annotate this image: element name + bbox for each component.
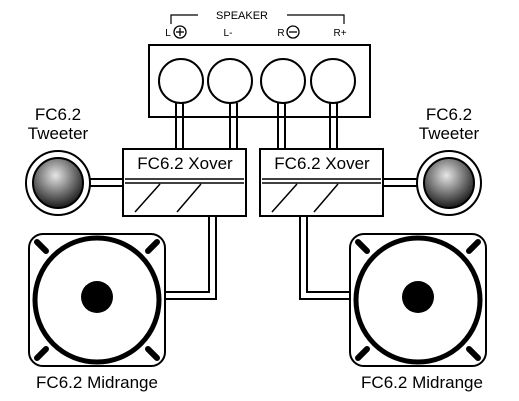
terminal-label-l-minus: L- bbox=[224, 28, 233, 39]
plus-circle-icon bbox=[173, 25, 187, 39]
terminal-l-minus bbox=[207, 58, 253, 104]
right-midrange-wire bbox=[299, 216, 350, 300]
left-midrange-wire bbox=[165, 216, 217, 300]
terminal-r-minus bbox=[260, 58, 306, 104]
right-tweeter-model: FC6.2 bbox=[426, 105, 472, 124]
right-midrange: FC6.2 Midrange bbox=[349, 233, 487, 392]
right-midrange-dustcap bbox=[402, 281, 434, 313]
right-tweeter-dome bbox=[423, 157, 475, 209]
left-tweeter: FC6.2 Tweeter bbox=[25, 105, 91, 216]
left-tweeter-dome bbox=[32, 157, 84, 209]
terminal-l-plus bbox=[158, 58, 204, 104]
left-midrange-dustcap bbox=[81, 281, 113, 313]
terminal-block bbox=[148, 44, 371, 118]
terminal-label-l-plus: L bbox=[165, 28, 171, 39]
left-midrange-label: FC6.2 Midrange bbox=[36, 373, 158, 392]
minus-circle-icon bbox=[286, 25, 300, 39]
right-tweeter: FC6.2 Tweeter bbox=[416, 105, 482, 216]
terminal-label-r-minus: R bbox=[277, 28, 284, 39]
left-tweeter-label: Tweeter bbox=[28, 124, 89, 143]
right-xover-label: FC6.2 Xover bbox=[274, 154, 370, 173]
right-tweeter-label: Tweeter bbox=[419, 124, 480, 143]
terminal-wires bbox=[175, 103, 338, 149]
speaker-title: SPEAKER bbox=[216, 10, 268, 22]
left-crossover: FC6.2 Xover bbox=[122, 148, 247, 217]
terminal-label-r-plus: R+ bbox=[333, 28, 346, 39]
left-midrange: FC6.2 Midrange bbox=[28, 233, 166, 392]
terminal-r-plus bbox=[310, 58, 356, 104]
right-midrange-label: FC6.2 Midrange bbox=[361, 373, 483, 392]
left-tweeter-wire bbox=[90, 178, 123, 187]
right-crossover: FC6.2 Xover bbox=[259, 148, 384, 217]
right-tweeter-wire bbox=[383, 178, 417, 187]
speaker-header: SPEAKER L L- R R+ bbox=[165, 10, 346, 39]
left-tweeter-model: FC6.2 bbox=[35, 105, 81, 124]
left-xover-label: FC6.2 Xover bbox=[137, 154, 233, 173]
